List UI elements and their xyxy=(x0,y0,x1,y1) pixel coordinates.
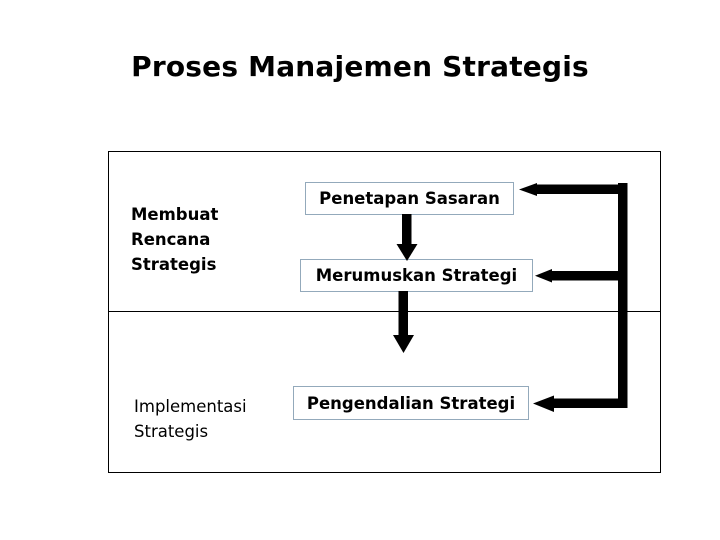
phase-label-perencanaan: Membuat Rencana Strategis xyxy=(131,205,219,274)
phase-label-implementasi: Implementasi Strategis xyxy=(134,397,247,441)
diagram-frame xyxy=(108,151,661,473)
phase-divider-line xyxy=(108,311,661,312)
process-box-pengendalian-strategi[interactable]: Pengendalian Strategi xyxy=(293,386,529,420)
page-title: Proses Manajemen Strategis xyxy=(131,50,589,83)
process-box-merumuskan-strategi[interactable]: Merumuskan Strategi xyxy=(300,259,533,292)
process-box-penetapan-sasaran[interactable]: Penetapan Sasaran xyxy=(305,182,514,215)
